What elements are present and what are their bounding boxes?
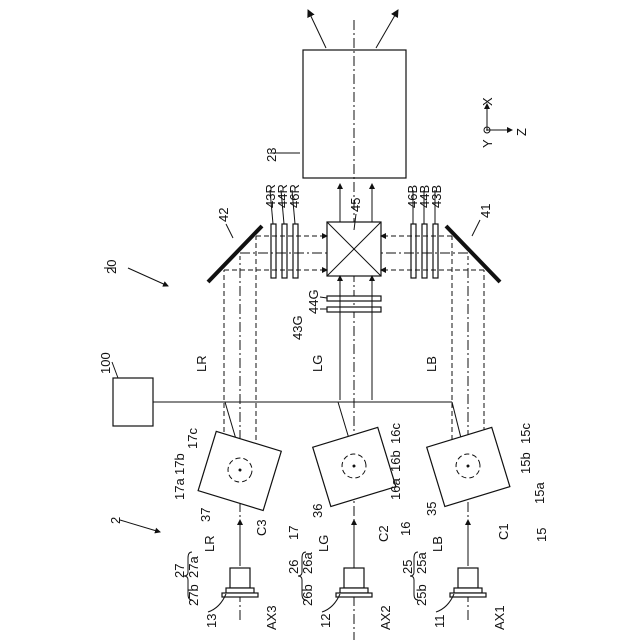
source-13-top [230, 568, 250, 588]
label-16b: 16b [388, 450, 403, 472]
label-35: 35 [424, 502, 439, 516]
controller-box [113, 378, 153, 426]
label-13: 13 [204, 614, 219, 628]
source-11-base [454, 588, 482, 593]
label-16: 16 [398, 522, 413, 536]
label-axis-z: Z [514, 128, 529, 136]
controller-100 [112, 362, 462, 446]
label-41: 41 [478, 204, 493, 218]
output-arrow-left [308, 10, 326, 48]
label-LR-low: LR [202, 535, 217, 552]
label-16c: 16c [388, 423, 403, 444]
label-25a: 25a [414, 552, 429, 574]
label-25: 25 [400, 560, 415, 574]
label-43B: 43B [429, 185, 444, 208]
label-46R: 46R [287, 184, 302, 208]
mirror-42-inner [212, 229, 266, 285]
label-12: 12 [318, 614, 333, 628]
source-12-base [340, 588, 368, 593]
source-13-base [226, 588, 254, 593]
label-27: 27 [172, 564, 187, 578]
label-36: 36 [310, 504, 325, 518]
label-AX1: AX1 [492, 605, 507, 630]
label-16a: 16a [388, 478, 403, 500]
source-12-top [344, 568, 364, 588]
label-23: 23 [264, 148, 279, 162]
polarizer-44G [327, 296, 381, 301]
label-15a: 15a [532, 482, 547, 504]
label-17c: 17c [185, 428, 200, 449]
label-AX2: AX2 [378, 605, 393, 630]
label-axis-y: Y [480, 139, 495, 148]
label-C1: C1 [496, 523, 511, 540]
label-26a: 26a [300, 552, 315, 574]
label-15c: 15c [518, 423, 533, 444]
label-17a: 17a [172, 478, 187, 500]
phosphor-wheel-15 [427, 427, 510, 506]
label-44G: 44G [306, 289, 321, 314]
light-source-13 [222, 520, 258, 597]
source-12-plate [336, 593, 372, 597]
phosphor-wheel-17 [198, 431, 281, 510]
leader-44G [320, 297, 327, 298]
label-27b: 27b [186, 584, 201, 606]
leader-2 [120, 520, 160, 532]
label-20: 20 [104, 260, 119, 274]
label-26: 26 [286, 560, 301, 574]
label-11: 11 [432, 615, 447, 629]
label-17: 17 [286, 526, 301, 540]
leader-42 [226, 224, 233, 238]
mirror-41-inner [442, 229, 496, 285]
label-2: 2 [108, 517, 123, 524]
leaders [104, 153, 454, 612]
label-LG-low: LG [316, 535, 331, 552]
label-100: 100 [98, 352, 113, 374]
source-11-top [458, 568, 478, 588]
mirror-42 [208, 226, 262, 282]
label-17b: 17b [172, 453, 187, 475]
y-axis-dot [486, 129, 488, 131]
label-15b: 15b [518, 452, 533, 474]
wire-to-15 [452, 402, 462, 442]
label-LB-low: LB [430, 536, 445, 552]
source-13-plate [222, 593, 258, 597]
light-source-11 [450, 520, 486, 597]
source-11-plate [450, 593, 486, 597]
output-arrow-right [376, 10, 398, 48]
label-25b: 25b [414, 584, 429, 606]
leader-41 [472, 220, 480, 236]
label-43G: 43G [290, 315, 305, 340]
label-C2: C2 [376, 525, 391, 542]
label-37: 37 [198, 508, 213, 522]
phosphor-wheel-16 [313, 427, 396, 506]
label-26b: 26b [300, 584, 315, 606]
label-LB-mid: LB [424, 356, 439, 372]
label-LR-mid: LR [194, 355, 209, 372]
label-42: 42 [216, 208, 231, 222]
leader-20 [128, 268, 168, 286]
label-AX3: AX3 [264, 605, 279, 630]
light-source-12 [336, 520, 372, 597]
label-27a: 27a [186, 556, 201, 578]
label-45: 45 [348, 198, 363, 212]
label-LG-mid: LG [310, 355, 325, 372]
label-axis-x: X [480, 97, 495, 106]
label-C3: C3 [254, 519, 269, 536]
panel-43G [327, 307, 381, 312]
coordinate-axes [484, 104, 512, 133]
label-15: 15 [534, 528, 549, 542]
